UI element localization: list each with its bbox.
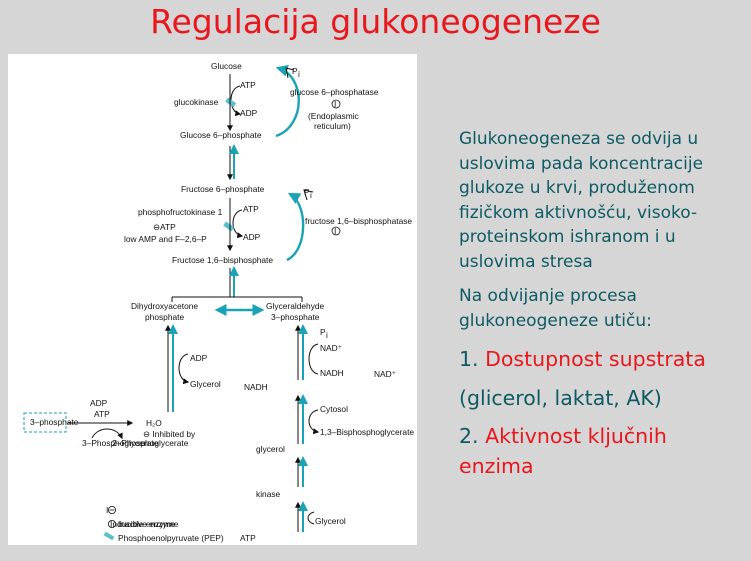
legend-inhibited: I (106, 505, 108, 515)
label-cytosol: NAD⁺ (374, 369, 396, 379)
label-glycerol-1: 3–phosphate (30, 417, 79, 427)
pathway-svg: Glucose ATP glucokinase ADP Glucose 6–ph… (23, 61, 414, 543)
label-glucose-6-phosphatase: glucose 6–phosphatase (290, 87, 379, 97)
label-adp-3: Cytosol (320, 404, 348, 414)
label-glycerol-kinase-2: ATP (94, 409, 110, 419)
label-nadh-1: NADH (320, 368, 344, 378)
label-bisphosphoglycerate: NADH (244, 382, 268, 392)
label-pi-3a: P (320, 327, 326, 337)
label-phosphate: phosphate (145, 312, 184, 322)
glycerol-box (23, 412, 67, 433)
list-item-1: 1. Dostupnost supstrata (459, 345, 745, 375)
label-g3p-phosphate: 3–phosphate (271, 312, 320, 322)
list-item-1-text: Dostupnost supstrata (485, 347, 706, 371)
label-pi-1b: i (298, 69, 300, 79)
label-nad-2: Glycerol (190, 379, 221, 389)
label-pep: ATP (240, 533, 256, 543)
legend-inactive: Phosphoenolpyruvate (PEP) (118, 533, 224, 543)
list-item-2: 2. Aktivnost ključnih enzima (459, 422, 745, 481)
side-arrow-atp-adp-1 (230, 85, 242, 117)
label-phosphofructokinase-1: phosphofructokinase 1 (138, 207, 223, 217)
bypass-arrow-glucose-6-phosphatase (275, 64, 300, 138)
explanation-text: Glukoneogeneza se odvija u uslovima pada… (459, 127, 745, 481)
label-atp-4: 3–Phosphoglycerate (82, 438, 159, 448)
legend-inactive-marker (103, 531, 115, 541)
label-glucokinase: glucokinase (174, 97, 219, 107)
label-pi-2b: i (310, 190, 312, 200)
legend-inducible: Inactive enzyme (118, 519, 179, 529)
list-item-2-number: 2. (459, 424, 479, 448)
inactive-enzyme-marker-2 (223, 221, 235, 232)
label-glycerol-2: H₂O (146, 418, 162, 428)
paragraph-conditions: Glukoneogeneza se odvija u uslovima pada… (459, 129, 704, 272)
label-glucose-6-phosphate: Glucose 6–phosphate (180, 130, 262, 140)
label-glycerol-kinase-1: ADP (90, 398, 108, 408)
label-fructose-bisphosphatase: fructose 1,6–bisphosphatase (305, 216, 412, 226)
label-atp-1: ATP (240, 80, 256, 90)
list-item-2-text: Aktivnost ključnih enzima (459, 424, 667, 478)
gluconeogenesis-diagram: Glucose ATP glucokinase ADP Glucose 6–ph… (8, 54, 417, 545)
label-low-amp: low AMP and F–2,6–P (124, 234, 207, 244)
label-atp-3: 1,3–Bisphosphoglycerate (320, 427, 414, 437)
label-glycerol-3-phosphate: ⊖ Inhibited by (143, 429, 196, 439)
inactive-enzyme-marker-1 (225, 97, 237, 108)
list-item-1-detail: (glicerol, laktat, AK) (459, 385, 662, 410)
label-adp-2: ADP (243, 232, 261, 242)
legend-i: Inducible enzyme (110, 519, 176, 529)
label-fructose-6-phosphate: Fructose 6–phosphate (181, 184, 265, 194)
label-pi-3b: i (326, 330, 328, 340)
label-endoplasmic: (Endoplasmic (308, 111, 359, 121)
label-nadh-2: ADP (190, 353, 208, 363)
bypass-arrow-fructose-bisphosphatase (286, 192, 305, 262)
label-nad-1: NAD⁺ (320, 343, 342, 353)
label-h2o: Glycerol (315, 516, 346, 526)
label-glyceraldehyde: Glyceraldehyde (266, 301, 325, 311)
label-i-1: I (334, 99, 336, 109)
paragraph-influences: Na odvijanje procesa glukoneogeneze utič… (459, 286, 652, 331)
label-atp-2: ATP (243, 204, 259, 214)
label-dihydroxyacetone: Dihydroxyacetone (131, 301, 198, 311)
label-fructose-bisphosphate: Fructose 1,6–bisphosphate (172, 255, 273, 265)
label-3-phosphoglycerate: glycerol (256, 444, 285, 454)
label-pi-2a: P (304, 187, 310, 197)
label-adp-4: 2–Phosphoglycerate (112, 438, 189, 448)
label-pi-1a: P (292, 66, 298, 76)
label-inhibit-atp: ⊖ATP (153, 222, 176, 232)
label-reticulum: reticulum) (314, 121, 351, 131)
label-2-phosphoglycerate: kinase (256, 489, 281, 499)
label-adp-1: ADP (240, 108, 258, 118)
slide-title: Regulacija glukoneogeneze (150, 2, 601, 41)
label-glucose: Glucose (211, 61, 242, 71)
list-item-1-number: 1. (459, 347, 479, 371)
label-i-2: I (334, 226, 336, 236)
